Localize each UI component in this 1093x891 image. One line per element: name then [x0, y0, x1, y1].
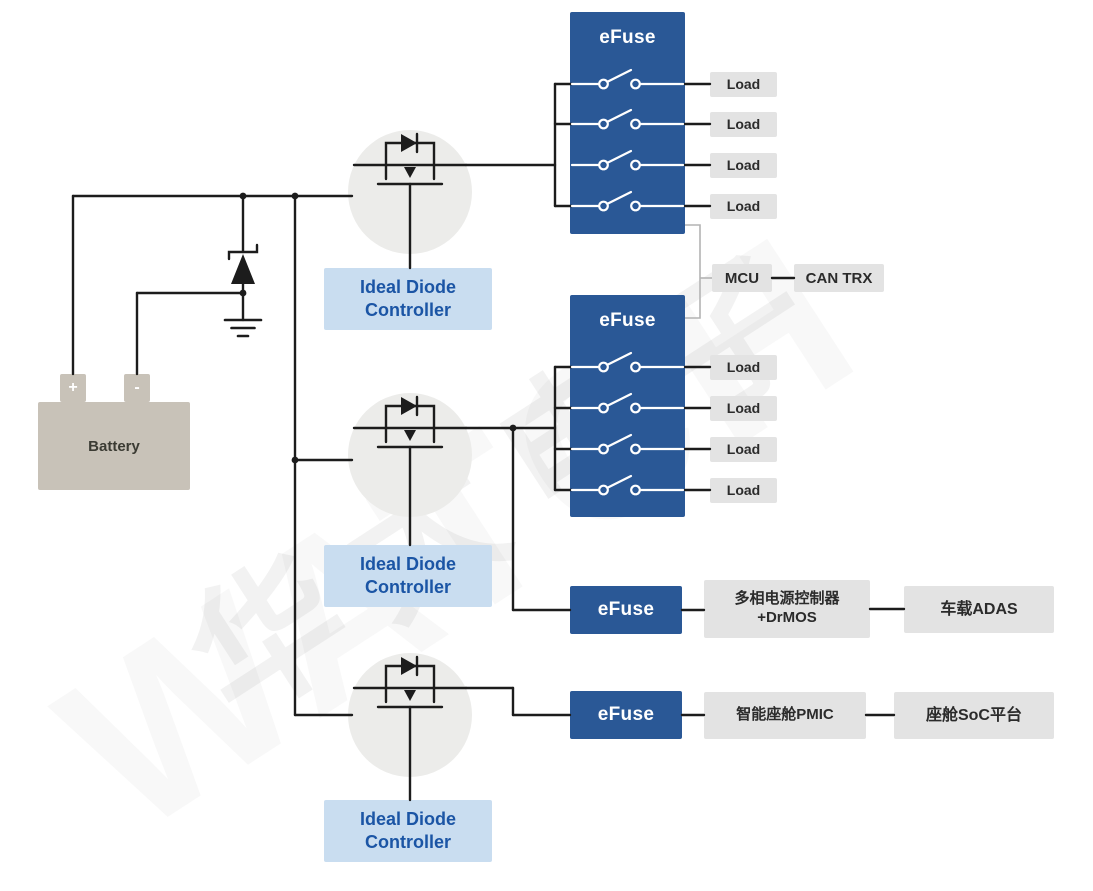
load-label: Load [726, 482, 761, 498]
battery-minus-terminal: - [124, 374, 150, 402]
efuse-bank-2-title: eFuse [599, 310, 656, 331]
load-block: Load [710, 436, 777, 462]
controller-3-line2: Controller [364, 832, 451, 852]
multiphase-line2: +DrMOS [757, 609, 817, 626]
mcu-label: MCU [724, 269, 760, 287]
controller-2-line1: Ideal Diode [359, 553, 457, 574]
battery-plus-label: + [68, 379, 78, 396]
efuse-adas: eFuse [570, 586, 682, 634]
mcu-bracket [685, 224, 712, 319]
load-block: Load [710, 111, 777, 137]
ground-icon [223, 318, 263, 338]
load-block: Load [710, 71, 777, 97]
multiphase-line1: 多相电源控制器 [734, 590, 840, 608]
load-label: Load [726, 157, 761, 173]
controller-2-line2: Controller [364, 577, 451, 597]
cockpit-pmic-block: 智能座舱PMIC [704, 692, 866, 739]
battery-plus-terminal: + [60, 374, 86, 402]
battery-block: Battery [38, 402, 190, 490]
controller-3-line1: Ideal Diode [359, 808, 457, 829]
load-label: Load [726, 198, 761, 214]
adas-label: 车载ADAS [940, 600, 1018, 618]
tvs-diode-icon [227, 243, 259, 284]
battery-minus-label: - [134, 379, 140, 396]
cockpit-soc-block: 座舱SoC平台 [894, 692, 1054, 739]
can-trx-block: CAN TRX [794, 264, 884, 292]
mosfet-icon-3 [352, 655, 468, 709]
load-label: Load [726, 116, 761, 132]
load-block: Load [710, 354, 777, 380]
efuse-cockpit: eFuse [570, 691, 682, 739]
load-block: Load [710, 152, 777, 178]
can-trx-label: CAN TRX [805, 269, 873, 287]
efuse-cockpit-title: eFuse [597, 704, 655, 725]
load-label: Load [726, 400, 761, 416]
pmic-label: 智能座舱PMIC [736, 706, 834, 724]
adas-block: 车载ADAS [904, 586, 1054, 633]
ideal-diode-controller-1: Ideal Diode Controller [324, 268, 492, 330]
battery-label: Battery [88, 437, 140, 455]
multiphase-controller-block: 多相电源控制器 +DrMOS [704, 580, 870, 638]
soc-label: 座舱SoC平台 [925, 706, 1022, 724]
load-label: Load [726, 76, 761, 92]
load-label: Load [726, 359, 761, 375]
load-block: Load [710, 395, 777, 421]
load-label: Load [726, 441, 761, 457]
efuse-bank-1-title: eFuse [599, 27, 656, 48]
efuse-bank-2: eFuse [570, 295, 685, 517]
mosfet-icon-1 [352, 132, 468, 186]
controller-1-line1: Ideal Diode [359, 276, 457, 297]
mosfet-circle-3 [348, 653, 472, 777]
controller-1-line2: Controller [364, 300, 451, 320]
mosfet-icon-2 [352, 395, 468, 449]
mosfet-circle-1 [348, 130, 472, 254]
efuse-adas-title: eFuse [597, 599, 655, 620]
mosfet-circle-2 [348, 393, 472, 517]
ideal-diode-controller-2: Ideal Diode Controller [324, 545, 492, 607]
ideal-diode-controller-3: Ideal Diode Controller [324, 800, 492, 862]
load-block: Load [710, 477, 777, 503]
load-block: Load [710, 193, 777, 219]
mcu-block: MCU [712, 264, 772, 292]
efuse-bank-1: eFuse [570, 12, 685, 234]
